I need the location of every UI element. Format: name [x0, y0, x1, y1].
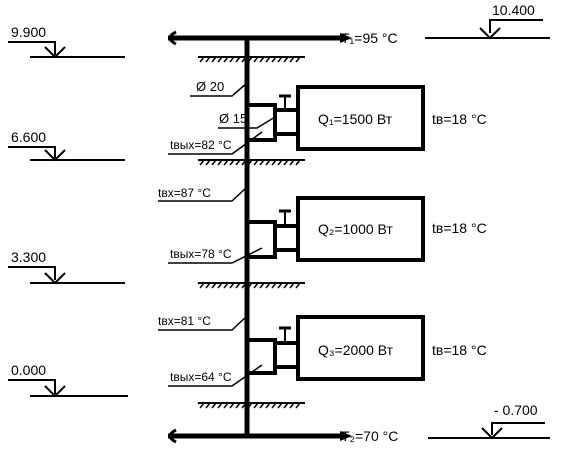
level-mark-minus-0700: - 0.700: [428, 402, 550, 440]
radiator-3: Q₃=2000 Вт: [296, 315, 425, 381]
level-mark-9900: 9.900: [8, 24, 125, 59]
level-label: 3.300: [11, 249, 46, 265]
supply-temperature-label: T₁=95 °C: [341, 30, 398, 46]
radiator-connection-3: [247, 326, 298, 375]
floor-slab: [198, 56, 305, 63]
riser-diameter-label: Ø 20: [196, 79, 224, 94]
inlet-temperature-label: tвх=81 °C: [158, 314, 211, 328]
level-label: 9.900: [11, 24, 46, 40]
leader-lines: [158, 82, 276, 387]
floor-slab: [198, 402, 305, 409]
room-temperature-label: tв=18 °C: [432, 342, 487, 358]
radiator-connection-1: [247, 94, 298, 142]
branch-diameter-label: Ø 15: [219, 111, 247, 126]
outlet-temperature-label: tвых=78 °C: [170, 247, 232, 261]
level-mark-6600: 6.600: [8, 129, 125, 162]
heat-load-label: Q₁=1500 Вт: [318, 111, 393, 127]
radiator-2: Q₂=1000 Вт: [296, 196, 425, 262]
return-main: T₂=70 °C: [168, 428, 398, 444]
floor-slab: [198, 282, 305, 289]
outlet-temperature-label: tвых=82 °C: [170, 138, 232, 152]
level-mark-0000: 0.000: [8, 362, 128, 398]
inlet-temperature-label: tвх=87 °C: [158, 186, 211, 200]
floor-slab: [198, 159, 305, 166]
heat-load-label: Q₃=2000 Вт: [318, 342, 394, 358]
level-label: 10.400: [492, 2, 535, 18]
outlet-temperature-label: tвых=64 °C: [170, 370, 232, 384]
return-temperature-label: T₂=70 °C: [341, 428, 398, 444]
radiator-connection-2: [247, 209, 298, 259]
room-temperature-label: tв=18 °C: [432, 220, 487, 236]
heat-load-label: Q₂=1000 Вт: [318, 221, 393, 237]
room-temperature-label: tв=18 °C: [432, 111, 487, 127]
level-label: 6.600: [11, 129, 46, 145]
radiator-1: Q₁=1500 Вт: [296, 85, 425, 151]
level-mark-3300: 3.300: [8, 249, 125, 285]
level-mark-10400: 10.400: [425, 2, 550, 40]
level-label: - 0.700: [494, 402, 538, 418]
supply-main: T₁=95 °C: [168, 30, 398, 46]
level-label: 0.000: [11, 362, 46, 378]
